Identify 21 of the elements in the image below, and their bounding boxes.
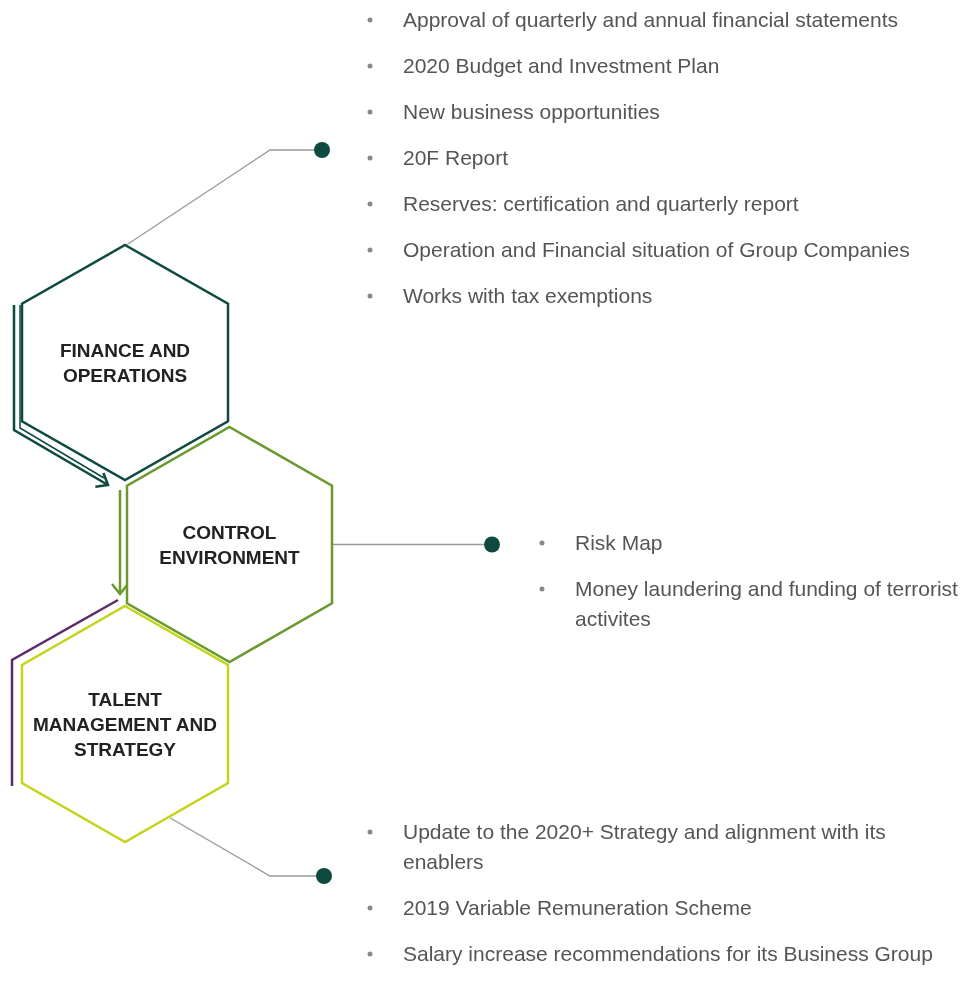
list-item: Approval of quarterly and annual financial statements: [403, 8, 898, 31]
list-item: Works with tax exemptions: [403, 284, 653, 307]
list-item: Risk Map: [575, 531, 663, 554]
list-item: Reserves: certification and quarterly report: [403, 192, 799, 215]
list-item: Money laundering and funding of terrorist activites: [575, 577, 958, 630]
hexagon-shape: [22, 606, 228, 842]
hexagon-label: FINANCE AND OPERATIONS: [58, 338, 192, 388]
list-item: 2019 Variable Remuneration Scheme: [403, 896, 752, 919]
list-item: Salary increase recommendations for its Business Group: [403, 942, 933, 965]
list-item: 2020 Budget and Investment Plan: [403, 54, 720, 77]
leader-line: [124, 142, 330, 247]
arrow: [12, 305, 110, 489]
list-item: Update to the 2020+ Strategy and alignment with its enablers: [403, 820, 886, 873]
hexagon-label: TALENT MANAGEMENT AND STRATEGY: [32, 687, 218, 762]
hexagon-shape: [127, 427, 332, 662]
list-item: 20F Report: [403, 146, 509, 169]
leader-line: [169, 817, 332, 884]
list-item: Operation and Financial situation of Group Companies: [403, 238, 910, 261]
hexagon-shape: [22, 245, 228, 480]
hexagon-label: CONTROL ENVIRONMENT: [158, 520, 301, 570]
list-item: New business opportunities: [403, 100, 660, 123]
